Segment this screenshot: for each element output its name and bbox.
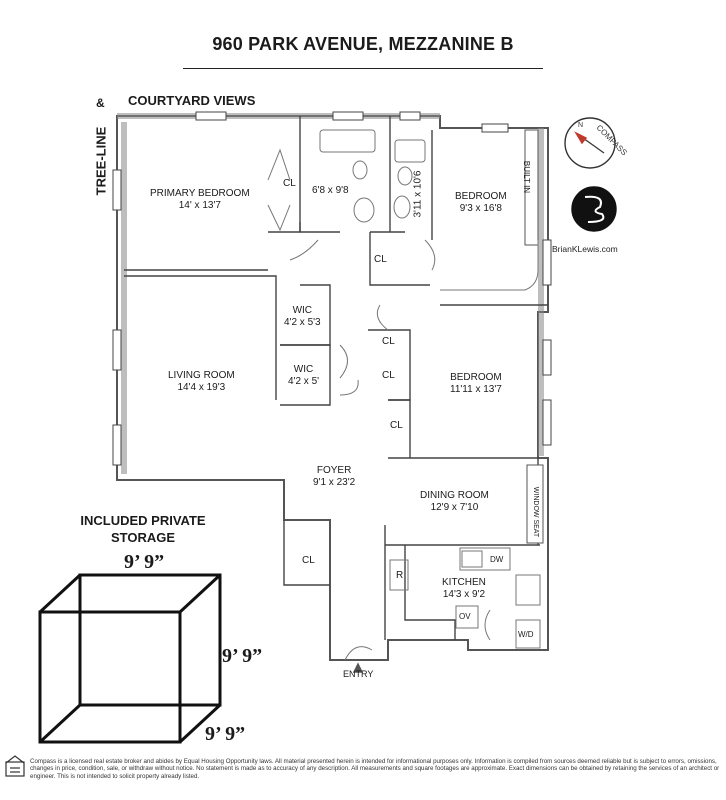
storage-depth: 9’ 9” bbox=[205, 723, 246, 745]
compass-label: COMPASS bbox=[595, 123, 629, 157]
dishwasher-label: DW bbox=[490, 555, 504, 564]
closet-label: CL bbox=[374, 254, 387, 265]
oven-label: OV bbox=[459, 612, 471, 621]
washer-dryer-label: W/D bbox=[518, 630, 534, 639]
storage-cube bbox=[38, 573, 222, 744]
svg-text:N: N bbox=[578, 122, 583, 129]
compass-icon bbox=[564, 117, 616, 169]
brand-logo bbox=[571, 186, 617, 232]
storage-height: 9’ 9” bbox=[222, 645, 263, 667]
legal-disclaimer: Compass is a licensed real estate broker… bbox=[30, 758, 720, 780]
closet-label: CL bbox=[382, 336, 395, 347]
fridge-label: R bbox=[396, 570, 404, 581]
bath1-size: 6'8 x 9'8 bbox=[312, 185, 349, 196]
closet-label: CL bbox=[283, 178, 296, 189]
closet-label: CL bbox=[390, 420, 403, 431]
closet-label: CL bbox=[382, 370, 395, 381]
entry-label: ENTRY bbox=[343, 669, 374, 679]
closet-label: CL bbox=[302, 555, 315, 566]
courtyard-views-label: COURTYARD VIEWS bbox=[128, 93, 256, 108]
built-in-label: BUILT IN bbox=[522, 160, 532, 194]
ampersand-label: & bbox=[96, 96, 105, 110]
storage-width: 9’ 9” bbox=[124, 551, 165, 573]
plan-title: 960 PARK AVENUE, MEZZANINE B bbox=[212, 34, 514, 54]
entry-marker bbox=[352, 662, 364, 673]
tree-line-label: TREE-LINE bbox=[93, 126, 109, 196]
window-seat-label: WINDOW SEAT bbox=[532, 486, 540, 538]
bath2-size: 3'11 x 10'6 bbox=[412, 170, 424, 218]
title-rule bbox=[183, 68, 543, 69]
equal-housing-icon bbox=[5, 755, 25, 777]
brand-website: BrianKLewis.com bbox=[552, 244, 618, 254]
